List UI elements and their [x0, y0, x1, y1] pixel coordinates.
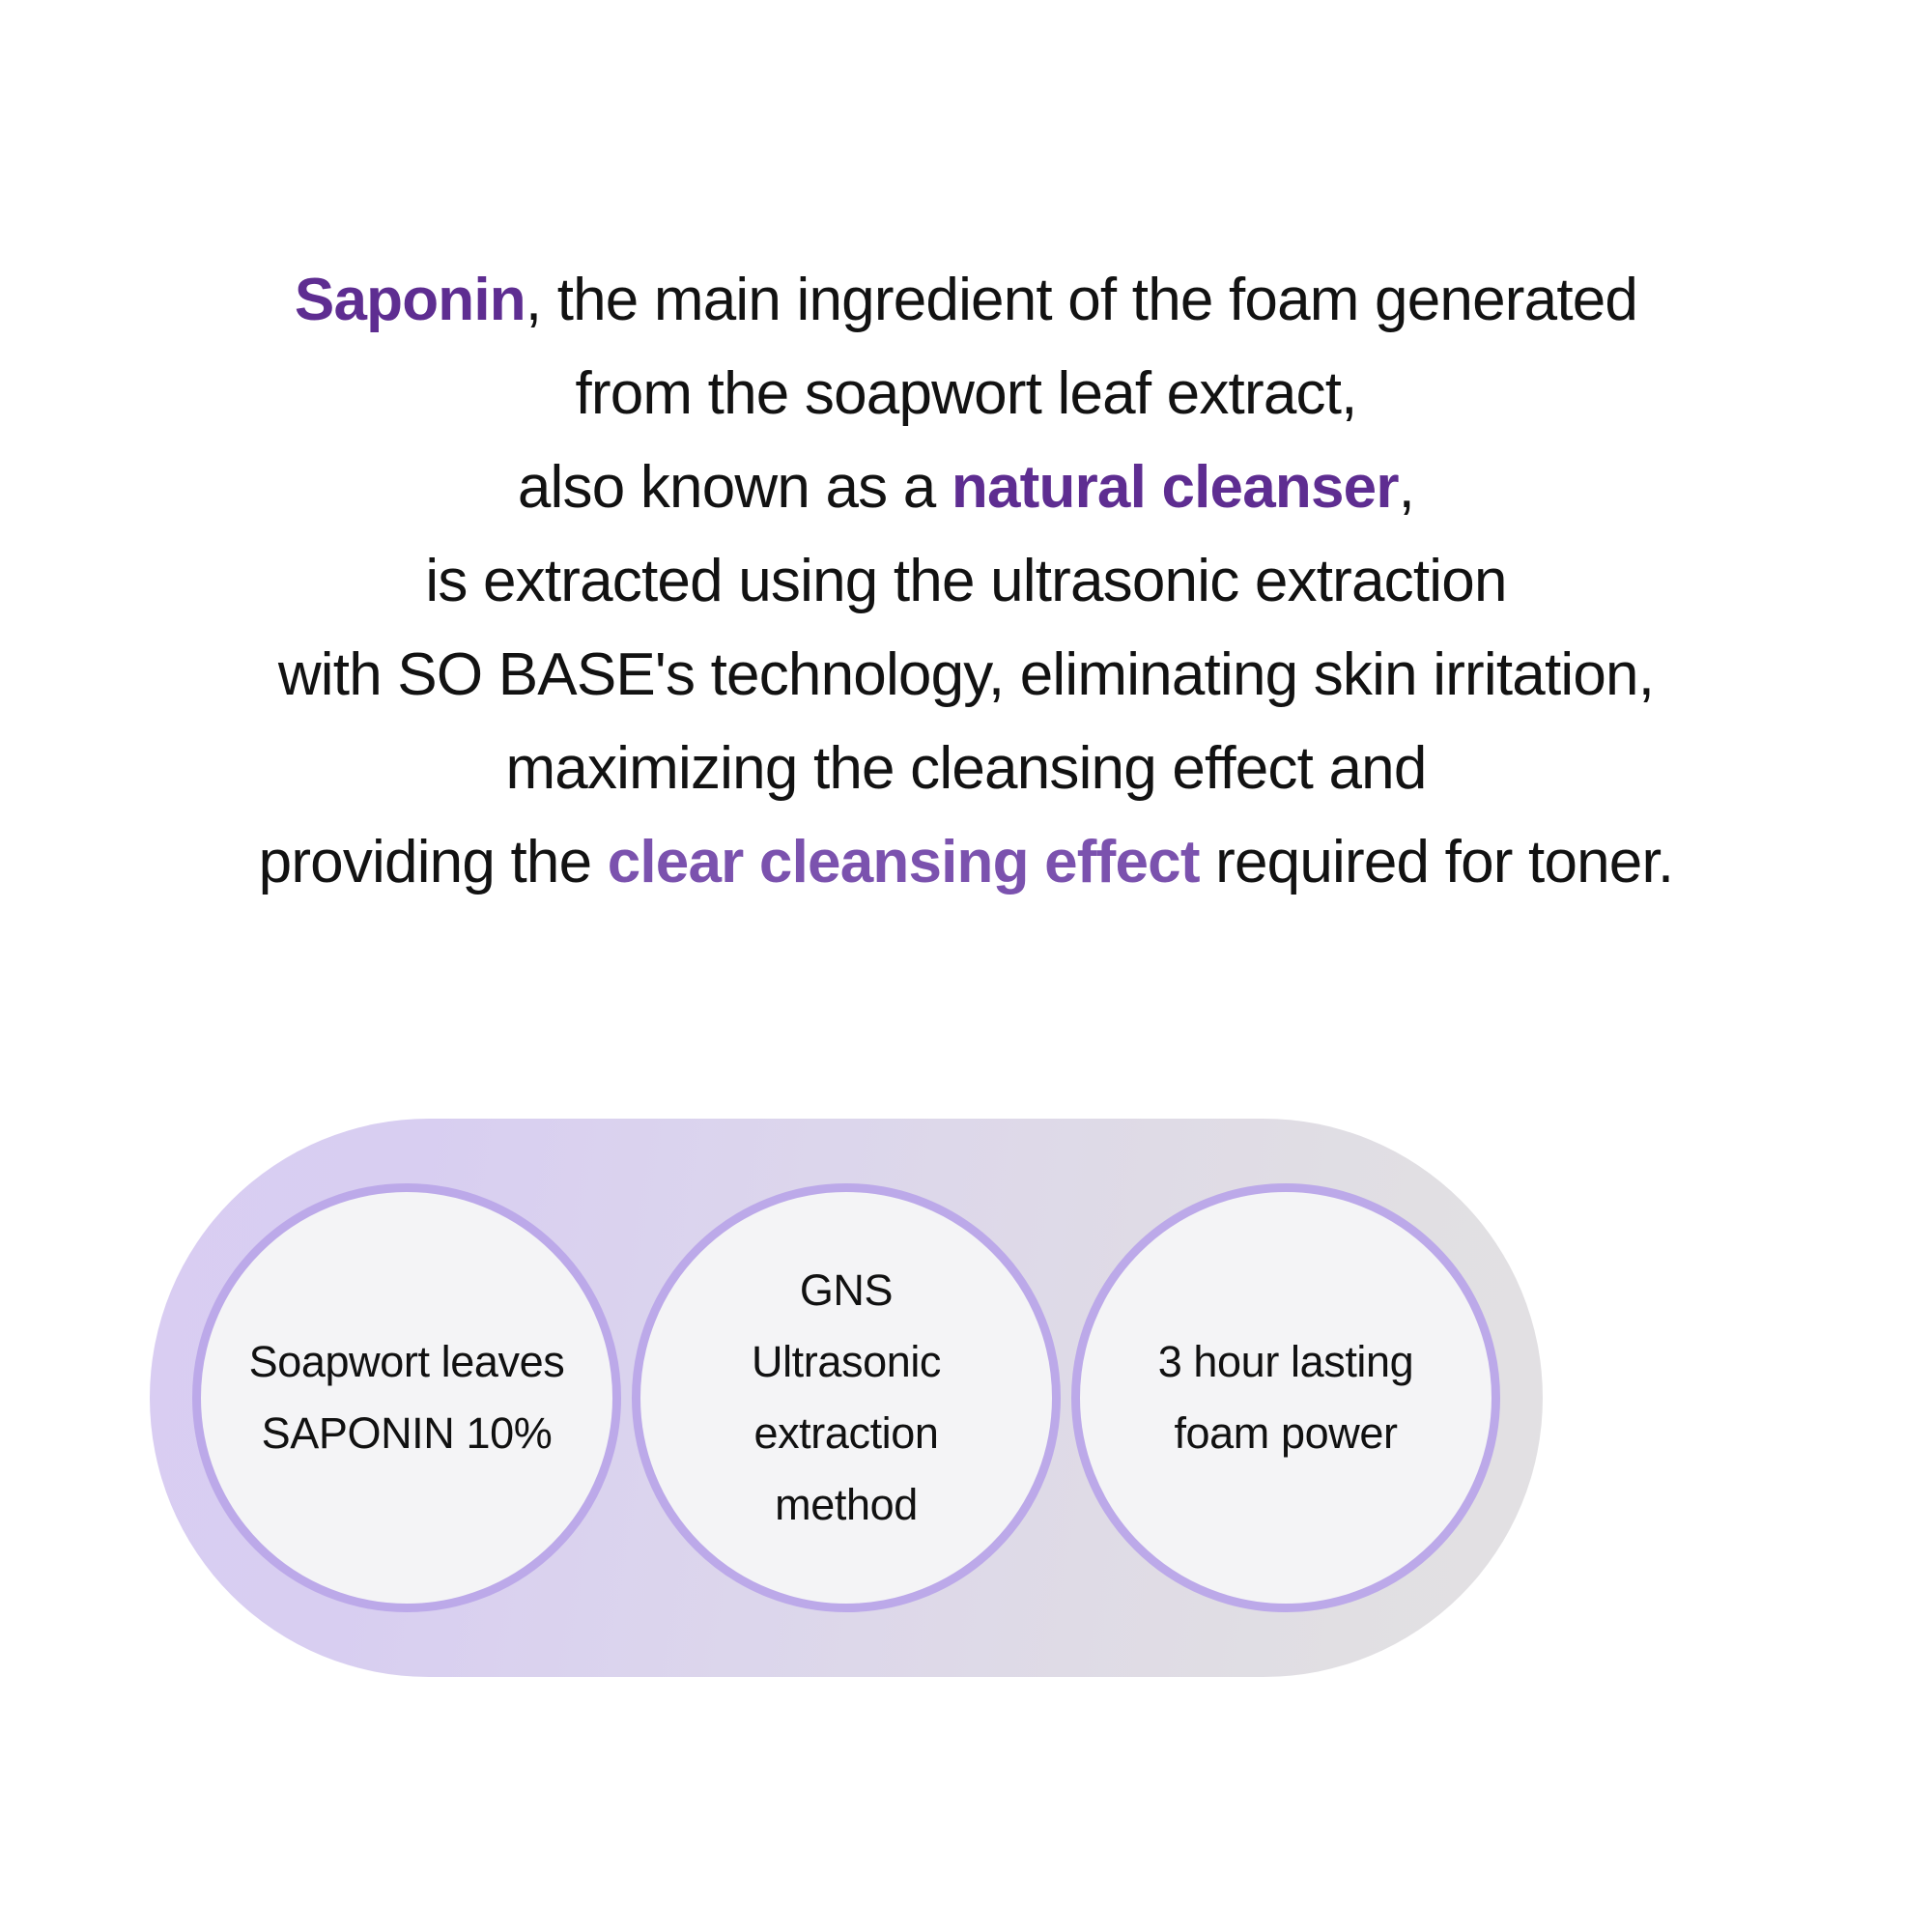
- paragraph-line-4-text: is extracted using the ultrasonic extrac…: [425, 548, 1507, 614]
- paragraph-line-5-text: with SO BASE's technology, eliminating s…: [277, 641, 1655, 708]
- paragraph-line-6: maximizing the cleansing effect and: [0, 722, 1932, 815]
- feature-circle-foam-power: 3 hour lasting foam power: [1071, 1183, 1500, 1612]
- paragraph-line-5: with SO BASE's technology, eliminating s…: [0, 628, 1932, 722]
- feature-circle-label: 3 hour lasting foam power: [1157, 1337, 1414, 1458]
- feature-capsule: Soapwort leaves SAPONIN 10% GNS Ultrason…: [150, 1119, 1543, 1677]
- paragraph-line-2: from the soapwort leaf extract,: [0, 347, 1932, 440]
- paragraph-line-7-lead: providing the: [258, 829, 608, 895]
- paragraph-line-6-text: maximizing the cleansing effect and: [505, 735, 1427, 802]
- feature-circle-label: Soapwort leaves SAPONIN 10%: [248, 1337, 565, 1458]
- paragraph-line-3: also known as a natural cleanser,: [0, 440, 1932, 534]
- feature-circle-gns-ultrasonic: GNS Ultrasonic extraction method: [632, 1183, 1061, 1612]
- paragraph-line-1-rest: , the main ingredient of the foam genera…: [525, 267, 1638, 333]
- highlight-clear-cleansing-effect: clear cleansing effect: [607, 829, 1201, 895]
- paragraph-line-3-lead: also known as a: [517, 454, 952, 521]
- paragraph-line-2-text: from the soapwort leaf extract,: [575, 360, 1357, 427]
- highlight-natural-cleanser: natural cleanser: [951, 454, 1400, 521]
- paragraph-line-4: is extracted using the ultrasonic extrac…: [0, 534, 1932, 628]
- paragraph-line-1: Saponin, the main ingredient of the foam…: [0, 253, 1932, 347]
- highlight-saponin: Saponin: [294, 267, 526, 333]
- paragraph-line-7: providing the clear cleansing effect req…: [0, 815, 1932, 909]
- feature-circle-row: Soapwort leaves SAPONIN 10% GNS Ultrason…: [150, 1119, 1543, 1677]
- feature-circle-soapwort-saponin: Soapwort leaves SAPONIN 10%: [192, 1183, 621, 1612]
- feature-circle-label: GNS Ultrasonic extraction method: [751, 1265, 942, 1529]
- paragraph-line-7-tail: required for toner.: [1199, 829, 1674, 895]
- headline-paragraph: Saponin, the main ingredient of the foam…: [0, 253, 1932, 909]
- paragraph-line-3-tail: ,: [1398, 454, 1415, 521]
